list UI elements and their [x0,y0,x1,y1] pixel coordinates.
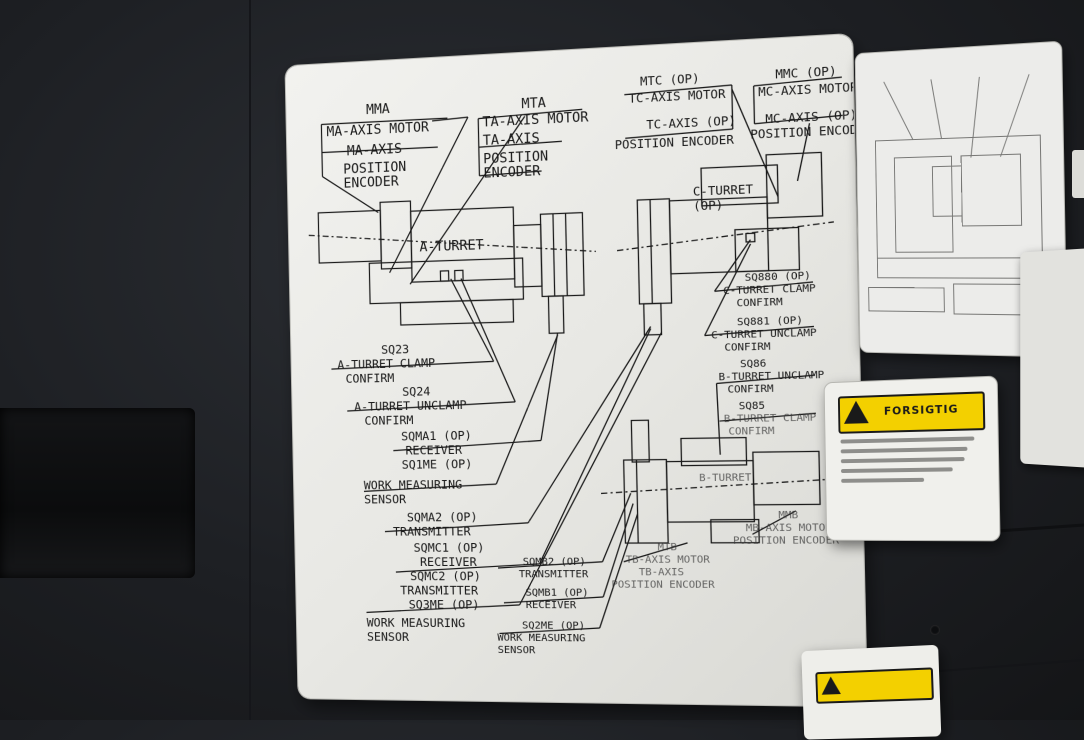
label-mtc: MTC (OP) [640,72,700,88]
warning-triangle-icon [821,676,841,695]
label-a-turret-clamp-confirm: CONFIRM [345,372,394,385]
label-c-turret-unclamp-confirm: CONFIRM [724,342,770,354]
label-sqmb2: SQMB2 (OP) [523,558,586,569]
label-ta-encoder: ENCODER [483,165,540,181]
label-tb-axis-motor: TB-AXIS MOTOR [626,555,710,566]
label-sensor-3: SENSOR [498,646,536,657]
label-c-turret: C-TURRET [693,183,753,198]
label-work-measuring-1: WORK MEASURING [364,478,463,491]
warning-text-lines [841,436,983,488]
warning-signal-word: FORSIGTIG [884,402,959,417]
label-sq86: SQ86 [740,359,767,371]
label-tb-position-encoder: POSITION ENCODER [611,580,715,591]
label-receiver-1: RECEIVER [405,444,462,457]
label-mma: MMA [366,103,390,118]
label-sqmc2: SQMC2 (OP) [410,570,481,582]
label-mmc: MMC (OP) [775,65,837,81]
label-sq85: SQ85 [739,401,766,413]
label-ma-encoder: ENCODER [343,175,398,191]
label-sq2me: SQ2ME (OP) [522,621,585,632]
label-a-turret-clamp: A-TURRET CLAMP [337,357,435,371]
label-b-turret-unclamp-confirm: CONFIRM [727,384,773,396]
label-receiver-3: RECEIVER [526,601,577,612]
label-c-turret-clamp-confirm: CONFIRM [736,298,782,310]
label-a-turret: A-TURRET [419,239,483,255]
label-sq24: SQ24 [402,385,430,398]
screw [930,625,940,635]
warning-header: FORSIGTIG [838,391,985,433]
label-mtb: MTB [657,543,677,554]
lower-warning-header [815,667,934,703]
label-receiver-2: RECEIVER [420,556,477,568]
label-b-turret-clamp: B-TURRET CLAMP [724,413,817,426]
label-a-turret-unclamp: A-TURRET UNCLAMP [354,399,467,413]
small-label-top-right [1072,150,1084,198]
label-b-turret-unclamp: B-TURRET UNCLAMP [718,371,824,384]
label-b-turret-clamp-confirm: CONFIRM [728,427,774,439]
label-transmitter-2: TRANSMITTER [400,584,478,596]
side-label-right [1020,247,1084,468]
warning-label: FORSIGTIG [825,377,1000,541]
label-sensor-2: SENSOR [367,631,409,644]
label-b-turret: B-TURRET [699,473,752,485]
label-tb-axis: TB-AXIS [639,568,684,579]
label-a-turret-unclamp-confirm: CONFIRM [364,414,413,427]
label-transmitter-1: TRANSMITTER [393,525,471,538]
label-sq1me: SQ1ME (OP) [402,458,473,471]
label-sqma1: SQMA1 (OP) [401,429,472,442]
turret-wiring-diagram-label: MMA MA-AXIS MOTOR MA-AXIS POSITION ENCOD… [285,34,866,706]
door-handle-recess [0,408,195,578]
label-mta: MTA [521,97,546,112]
label-ta-axis: TA-AXIS [483,132,540,149]
label-c-turret-op: (OP) [693,199,723,213]
label-sqmb1: SQMB1 (OP) [525,589,588,600]
label-sqmc1: SQMC1 (OP) [413,541,484,553]
label-mmb: MMB [778,511,798,522]
warning-triangle-icon [844,400,869,423]
label-work-measuring-3: WORK MEASURING [497,634,585,645]
label-mb-axis-motor: MB-AXIS MOTOR [746,523,832,534]
label-sensor-1: SENSOR [364,493,406,506]
label-transmitter-3: TRANSMITTER [519,570,589,581]
label-sq23: SQ23 [381,343,409,356]
label-sqma2: SQMA2 (OP) [407,511,478,524]
lower-warning-label [801,645,941,740]
label-sq3me: SQ3ME (OP) [409,598,480,611]
label-mb-position-encoder: POSITION ENCODER [733,536,839,547]
label-work-measuring-2: WORK MEASURING [367,616,466,629]
label-ma-axis: MA-AXIS [347,143,402,159]
